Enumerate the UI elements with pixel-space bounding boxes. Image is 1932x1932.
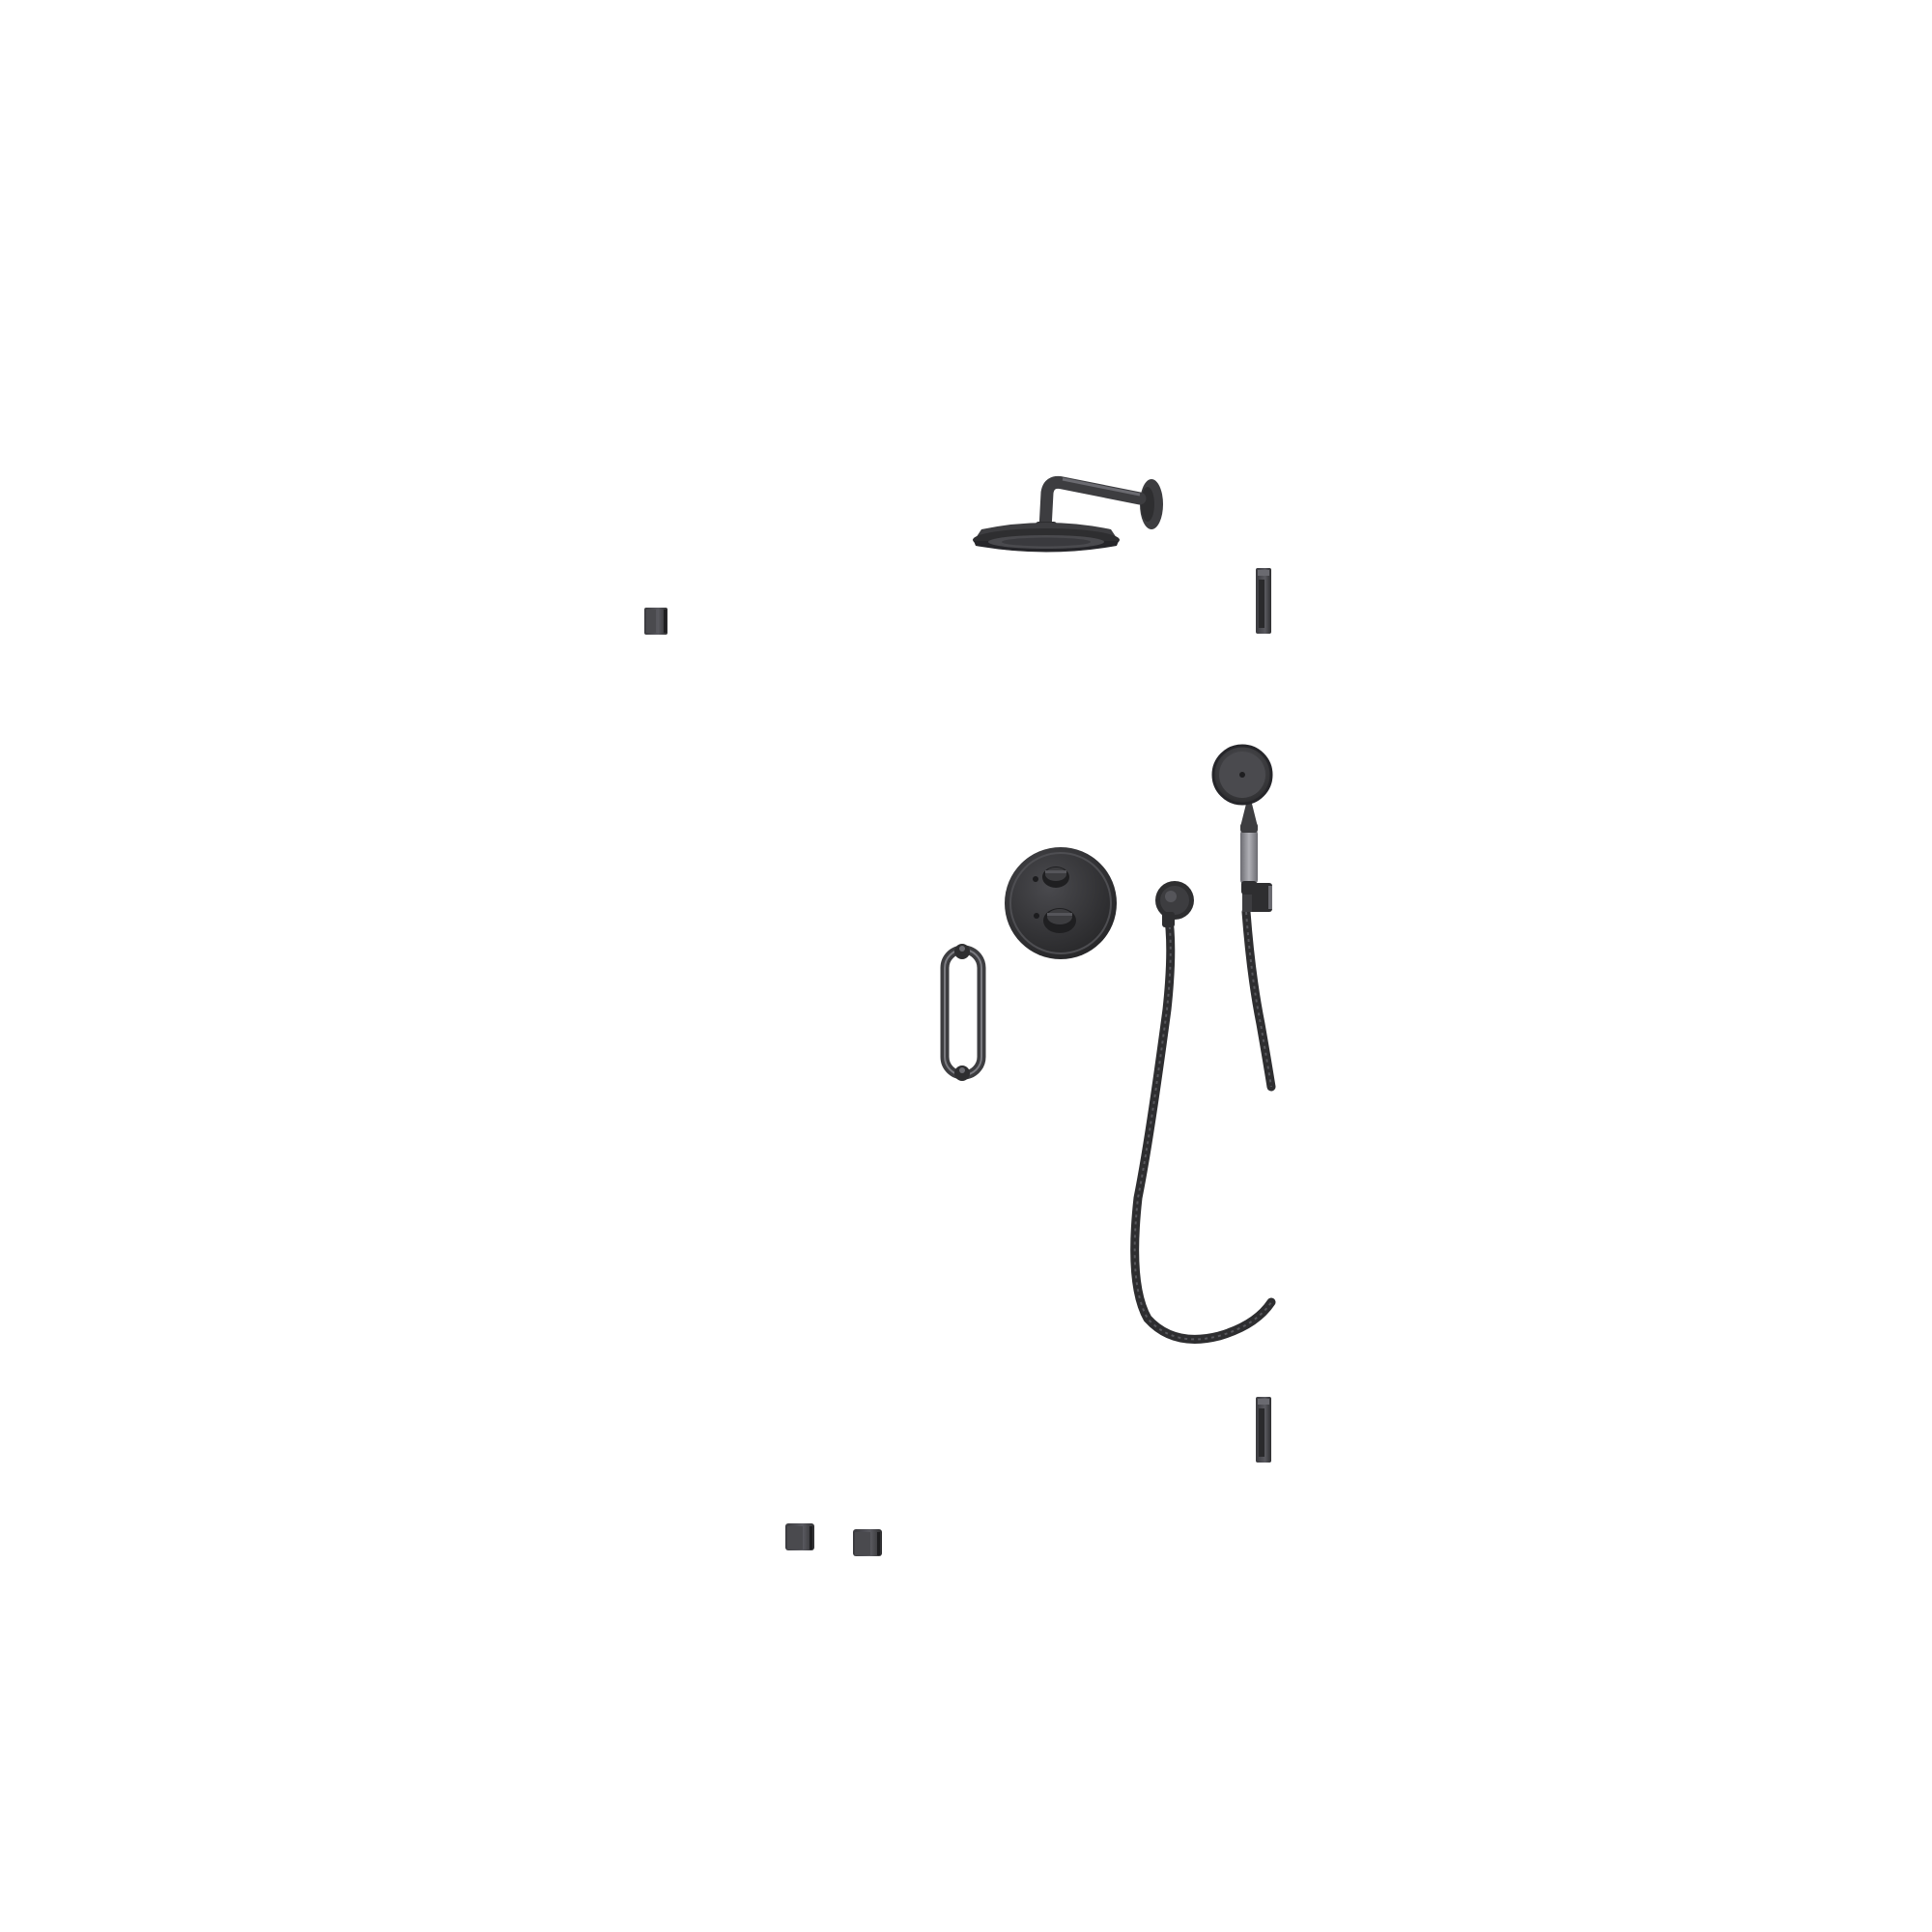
wall-outlet-elbow (1155, 881, 1194, 927)
rain-shower-head (973, 522, 1120, 553)
grab-bar (940, 944, 986, 1081)
shower-arm (1038, 476, 1163, 536)
body-jet-upper-right (1256, 568, 1271, 634)
body-jet-upper-left (644, 608, 668, 635)
body-jet-bottom-left (785, 1523, 814, 1550)
body-jet-lower-right (1256, 1397, 1271, 1463)
body-jet-bottom-right (853, 1529, 882, 1556)
hand-shower (1211, 744, 1273, 895)
overhead-rain-shower (973, 476, 1163, 553)
thermostatic-mixer (1005, 847, 1117, 959)
flow-knob (1043, 908, 1076, 933)
temperature-knob (1042, 867, 1069, 888)
shower-hose (1130, 907, 1276, 1344)
